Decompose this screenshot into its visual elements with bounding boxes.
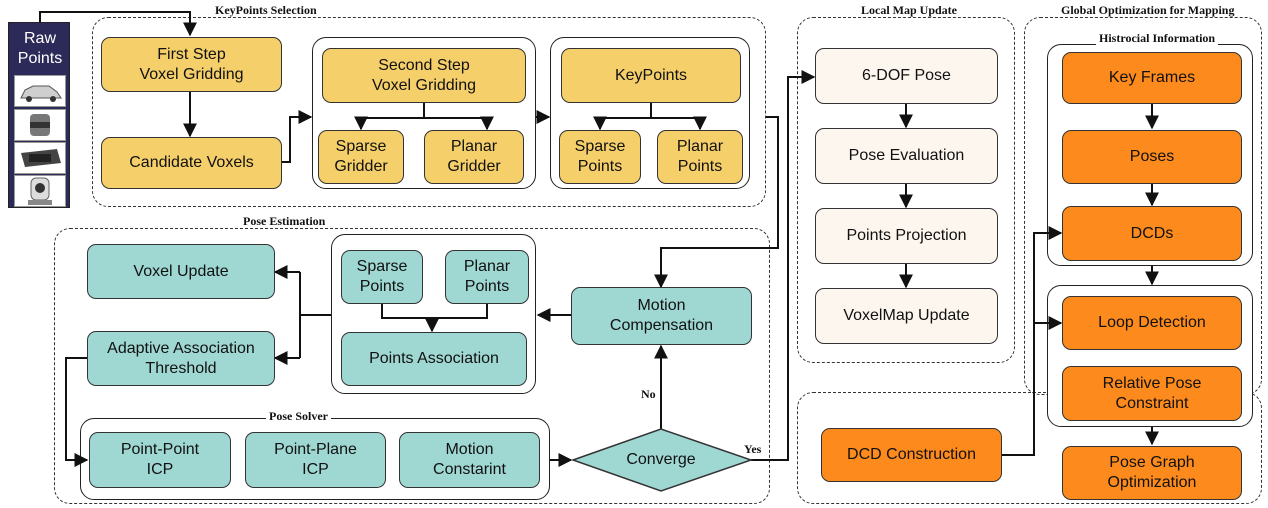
solid-state-lidar-icon [14, 142, 66, 174]
six-dof-pose-node: 6-DOF Pose [815, 48, 998, 104]
relative-pose-constraint-node: Relative Pose Constraint [1062, 366, 1242, 421]
pose-graph-optimization-node: Pose Graph Optimization [1062, 446, 1242, 500]
motion-constraint-node: Motion Constarint [399, 432, 540, 488]
lidar-sensor-icon [14, 109, 66, 141]
loop-detection-node: Loop Detection [1062, 296, 1242, 350]
sparse-points-top-node: Sparse Points [559, 130, 641, 184]
robot-sensor-icon [14, 175, 66, 207]
adaptive-association-threshold-node: Adaptive Association Threshold [87, 331, 275, 386]
voxelmap-update-node: VoxelMap Update [815, 288, 998, 344]
dcd-construction-node: DCD Construction [821, 428, 1002, 482]
motion-compensation-node: Motion Compensation [571, 287, 752, 345]
candidate-voxels-node: Candidate Voxels [101, 137, 282, 189]
raw-points-label: Raw Points [17, 30, 63, 67]
keypoints-selection-title: KeyPoints Selection [212, 3, 320, 17]
keypoints-node: KeyPoints [561, 48, 741, 103]
local-map-update-title: Local Map Update [858, 3, 960, 17]
pose-estimation-title: Pose Estimation [240, 214, 329, 228]
first-step-voxel-gridding-node: First Step Voxel Gridding [101, 37, 282, 92]
second-step-voxel-gridding-node: Second Step Voxel Gridding [322, 48, 526, 103]
global-optimization-title: Global Optimization for Mapping [1058, 3, 1238, 17]
planar-points-mid-node: Planar Points [445, 250, 529, 304]
yes-edge-label: Yes [744, 442, 762, 456]
car-sensor-icon [14, 75, 66, 107]
point-point-icp-node: Point-Point ICP [89, 432, 231, 488]
historical-information-title: Histrocial Information [1096, 31, 1219, 45]
points-projection-node: Points Projection [815, 208, 998, 264]
voxel-update-node: Voxel Update [87, 244, 275, 299]
pose-solver-title: Pose Solver [266, 409, 331, 423]
planar-gridder-node: Planar Gridder [424, 130, 524, 184]
points-association-node: Points Association [341, 332, 527, 386]
sparse-gridder-node: Sparse Gridder [318, 130, 404, 184]
planar-points-top-node: Planar Points [657, 130, 743, 184]
raw-points-panel: Raw Points [8, 22, 70, 208]
no-edge-label: No [641, 387, 656, 401]
poses-node: Poses [1062, 130, 1242, 184]
key-frames-node: Key Frames [1062, 52, 1242, 104]
pose-evaluation-node: Pose Evaluation [815, 128, 998, 184]
sparse-points-mid-node: Sparse Points [341, 250, 423, 304]
dcds-node: DCDs [1062, 206, 1242, 261]
point-plane-icp-node: Point-Plane ICP [245, 432, 386, 488]
converge-node: Converge [626, 451, 696, 468]
